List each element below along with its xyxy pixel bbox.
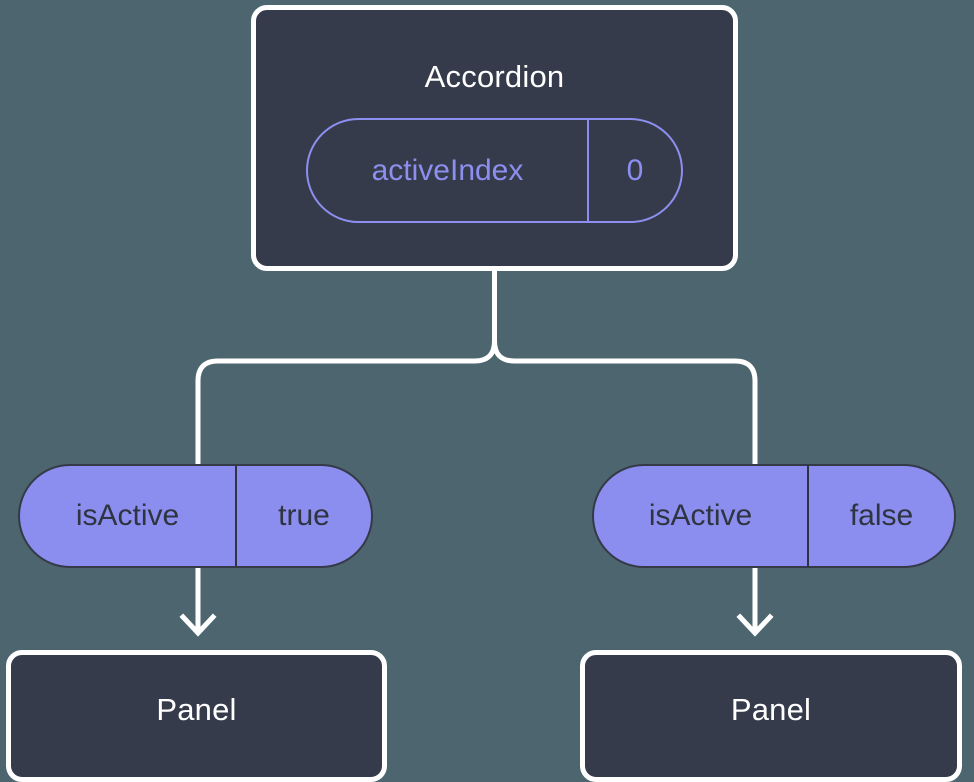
right-arrow-connector bbox=[736, 568, 774, 637]
state-pill-key: activeIndex bbox=[308, 120, 589, 221]
left-arrow-connector bbox=[179, 568, 217, 637]
component-node-panel-left[interactable]: Panel bbox=[6, 650, 387, 782]
prop-pill-is-active-false[interactable]: isActive false bbox=[592, 464, 956, 568]
prop-pill-key: isActive bbox=[594, 466, 809, 566]
component-node-panel-right[interactable]: Panel bbox=[580, 650, 962, 782]
panel-right-title: Panel bbox=[730, 691, 812, 727]
component-node-accordion[interactable]: Accordion bbox=[251, 5, 738, 271]
panel-left-title: Panel bbox=[156, 691, 237, 727]
prop-pill-value: true bbox=[278, 499, 330, 532]
state-pill-value: 0 bbox=[626, 153, 644, 187]
right-branch-connector bbox=[492, 340, 758, 464]
accordion-node-title: Accordion bbox=[424, 59, 565, 94]
left-branch-connector bbox=[195, 340, 497, 464]
prop-pill-value: false bbox=[849, 499, 914, 532]
prop-pill-is-active-true[interactable]: isActive true bbox=[18, 464, 373, 568]
prop-pill-key: isActive bbox=[20, 466, 237, 566]
state-pill-active-index[interactable]: activeIndex 0 bbox=[306, 118, 683, 223]
